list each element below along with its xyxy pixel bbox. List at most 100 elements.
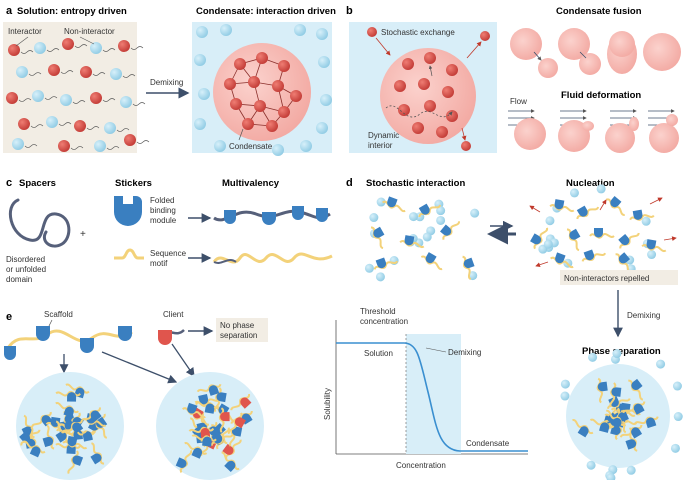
sticker-module <box>373 226 385 238</box>
sticker-module <box>440 224 452 236</box>
motif-chain <box>581 252 607 262</box>
scaffold-droplet <box>16 372 124 480</box>
interactor-particle <box>290 90 302 102</box>
protein <box>418 203 442 218</box>
panel-b: b Stochastic exchange Dynamic interior C… <box>346 5 681 153</box>
protein <box>399 235 425 249</box>
non-interactor-particle <box>545 216 555 226</box>
interactor-particle <box>254 100 266 112</box>
protein <box>549 199 575 213</box>
demixing-label-d: Demixing <box>627 311 660 320</box>
sticker-module <box>530 233 542 245</box>
exchange-particle <box>367 27 377 37</box>
multivalency-title: Multivalency <box>222 178 280 189</box>
motif-chain <box>227 412 243 434</box>
deformation-sequence <box>508 109 679 153</box>
interactor-particle <box>446 110 458 122</box>
motif-chain <box>90 442 105 465</box>
motif-chain <box>46 424 55 450</box>
non-interactor-particle <box>586 460 596 470</box>
motion-squiggle <box>86 126 100 130</box>
sticker-module <box>90 453 102 465</box>
protein <box>596 377 608 404</box>
sticker-module <box>576 205 588 217</box>
no-phase-box <box>216 318 268 342</box>
protein <box>55 390 81 402</box>
stochastic-exchange-label: Stochastic exchange <box>381 28 455 37</box>
sticker-module <box>404 235 415 246</box>
sticker-module <box>577 426 589 438</box>
dynamic-label-1: Dynamic <box>368 131 399 140</box>
protein <box>227 412 246 434</box>
interactor-particle <box>18 118 30 130</box>
non-interactor-particle <box>272 144 284 156</box>
motion-squiggle <box>106 146 120 150</box>
protein <box>462 255 475 281</box>
sequence-label-2: motif <box>150 259 168 268</box>
condensate-label: Condensate <box>229 142 273 151</box>
motion-squiggle <box>18 98 32 102</box>
protein <box>550 252 574 269</box>
condensate-curve-label: Condensate <box>466 439 510 448</box>
plus-sign: + <box>80 229 86 240</box>
protein <box>641 239 667 253</box>
non-interactor-particle <box>641 216 651 226</box>
sticker-module <box>187 402 198 414</box>
non-interactor-particle <box>104 122 116 134</box>
interactor-particle <box>230 98 242 110</box>
motif-chain <box>619 424 643 438</box>
motif-chain <box>609 382 617 408</box>
motion-squiggle <box>46 48 60 52</box>
panel-e: e Scaffold Client No phase separation <box>4 307 528 480</box>
non-interactor-particle <box>16 66 28 78</box>
protein <box>606 409 627 430</box>
protein <box>230 393 252 411</box>
sticker-module <box>25 438 36 449</box>
motif-chain <box>65 383 90 394</box>
repelled-label: Non-interactors repelled <box>564 274 649 283</box>
motion-squiggle <box>122 74 136 78</box>
interactor-particle <box>424 100 436 112</box>
sticker-module <box>599 422 610 433</box>
client-label: Client <box>163 310 184 319</box>
sticker-module <box>646 417 657 429</box>
scaffold-protein <box>4 326 133 360</box>
protein <box>581 249 607 262</box>
non-interactor-particle <box>656 359 666 369</box>
sticker-module <box>569 228 581 240</box>
motion-squiggle <box>30 124 44 128</box>
motion-squiggle <box>60 70 74 74</box>
sticker-module <box>618 233 630 246</box>
motif-chain <box>633 416 659 425</box>
protein <box>530 227 549 250</box>
protein <box>576 205 600 220</box>
folded-label-2: binding <box>150 206 176 215</box>
sticker-module <box>633 403 645 415</box>
motion-squiggle <box>24 144 38 148</box>
motif-chain <box>589 233 615 239</box>
motif-chain <box>31 411 52 428</box>
phase-separation-title: Phase separation <box>582 346 661 357</box>
nucleation-field <box>529 184 677 283</box>
protein <box>79 407 102 423</box>
threshold-label-2: concentration <box>360 317 408 326</box>
protein <box>566 228 581 252</box>
non-interactor-particle <box>120 96 132 108</box>
non-interactor-particle <box>376 197 386 207</box>
non-interactor-particle <box>588 352 598 362</box>
fusion-title: Condensate fusion <box>556 6 642 17</box>
protein <box>589 418 615 433</box>
interactor-particle <box>398 104 410 116</box>
sticker-module <box>610 196 622 208</box>
sticker-module <box>42 436 54 448</box>
non-interactor-particle <box>626 465 636 475</box>
motif-chain <box>55 402 79 414</box>
non-interactor-particle <box>470 208 480 218</box>
motif-chain <box>188 426 215 434</box>
sticker-module <box>425 252 437 264</box>
protein <box>218 407 230 433</box>
interactor-particle <box>418 78 430 90</box>
motif-chain <box>382 200 406 213</box>
non-interactor-particle <box>670 443 680 453</box>
